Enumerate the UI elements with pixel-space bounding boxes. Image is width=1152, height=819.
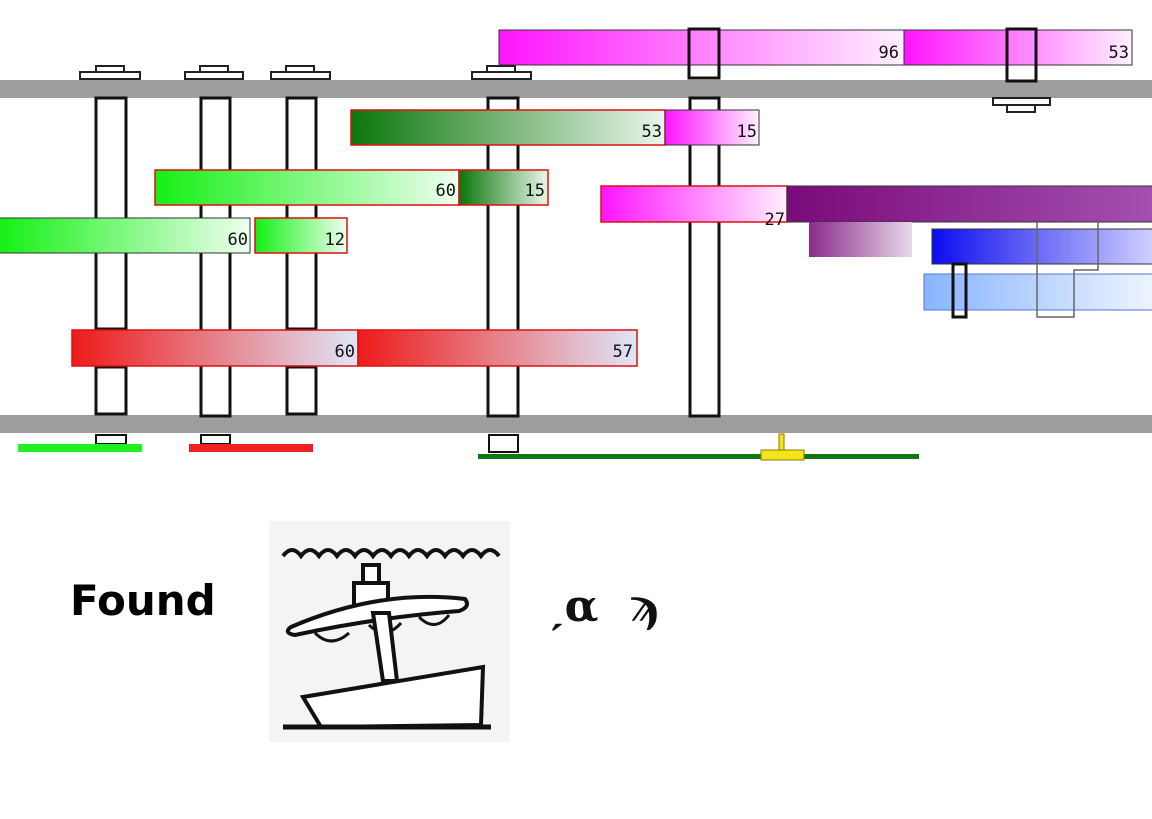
bar-green-b bbox=[0, 217, 251, 254]
dark-green-base bbox=[478, 454, 919, 459]
bar-magenta-top-b-label: 53 bbox=[1109, 43, 1129, 63]
found-label: Found bbox=[70, 576, 216, 625]
post-3-lower bbox=[285, 365, 318, 416]
bar-red-b-label: 57 bbox=[613, 342, 633, 362]
bar-red-a-label: 60 bbox=[335, 342, 355, 362]
glyph-marks: ˏα ϡ bbox=[550, 581, 659, 632]
bar-magenta-top-a bbox=[498, 29, 905, 66]
top-peg-3 bbox=[270, 65, 331, 80]
hanging-peg bbox=[992, 97, 1051, 113]
post-5 bbox=[688, 96, 721, 418]
foot-1 bbox=[95, 434, 127, 445]
post-1-lower bbox=[94, 365, 128, 416]
red-base bbox=[189, 444, 313, 452]
yellow-marker bbox=[760, 433, 805, 461]
bar-darkgreen-a-label: 53 bbox=[642, 122, 662, 142]
bar-blue bbox=[931, 228, 1152, 265]
ship-icon-panel bbox=[269, 521, 510, 742]
bar-magenta-mid-label: 15 bbox=[737, 122, 757, 142]
post-5-top bbox=[687, 27, 721, 80]
bar-green-a bbox=[154, 169, 460, 206]
bar-light-blue bbox=[923, 273, 1152, 311]
ship-icon bbox=[281, 548, 501, 730]
bar-magenta-purple bbox=[600, 185, 788, 223]
bottom-rail bbox=[0, 415, 1152, 433]
foot-4 bbox=[488, 434, 519, 453]
bar-green-b-label: 60 bbox=[228, 230, 248, 250]
bar-darkgreen-b bbox=[458, 169, 549, 206]
bar-red-a bbox=[71, 329, 359, 367]
overlay-outline bbox=[1036, 222, 1099, 318]
post-3-upper bbox=[285, 96, 318, 331]
bar-green-c-label: 12 bbox=[325, 230, 345, 250]
bar-magenta-top-b bbox=[903, 29, 1133, 66]
top-peg-4 bbox=[471, 65, 532, 80]
blue-post bbox=[951, 262, 968, 319]
foot-2 bbox=[200, 434, 231, 445]
post-6-top bbox=[1005, 27, 1038, 83]
green-base bbox=[18, 444, 142, 452]
post-2 bbox=[199, 96, 232, 418]
bar-magenta-top-a-label: 96 bbox=[879, 43, 899, 63]
top-rail bbox=[0, 80, 1152, 98]
bar-green-c bbox=[254, 217, 348, 254]
bar-purple-small bbox=[809, 222, 912, 257]
bar-green-a-label: 60 bbox=[436, 181, 456, 201]
bar-purple-wide bbox=[786, 185, 1152, 223]
top-peg-2 bbox=[184, 65, 244, 80]
bar-red-b bbox=[357, 329, 638, 367]
bar-magenta-purple-label: 27 bbox=[765, 210, 785, 230]
post-1-upper bbox=[94, 96, 128, 331]
bar-magenta-mid bbox=[664, 109, 760, 146]
top-peg-1 bbox=[79, 65, 141, 80]
bar-darkgreen-a bbox=[350, 109, 666, 146]
bar-darkgreen-b-label: 15 bbox=[525, 181, 545, 201]
